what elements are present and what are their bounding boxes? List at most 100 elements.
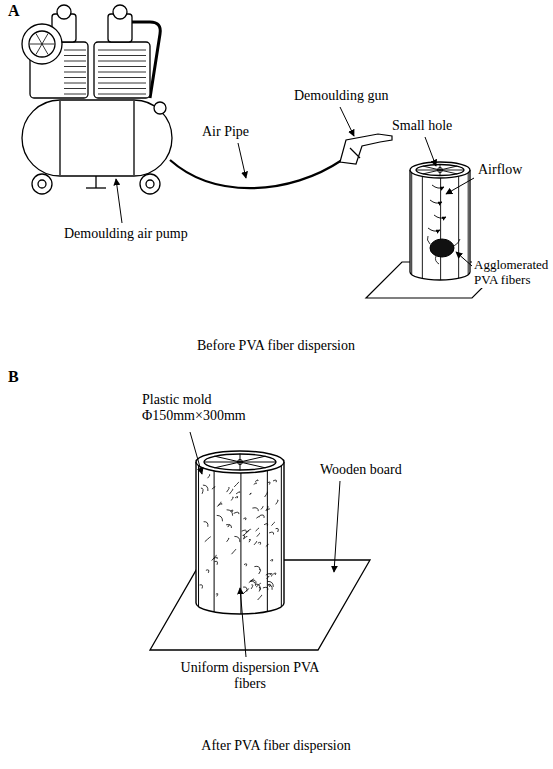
- dispersed-fibers: [200, 475, 279, 600]
- dispersed-fibers: [231, 497, 233, 501]
- dispersed-fibers: [276, 500, 278, 504]
- mold-ribs: [240, 462, 276, 463]
- dispersed-fibers: [267, 581, 273, 587]
- part-label: Airflow: [476, 162, 536, 178]
- plastic-mold: [410, 162, 470, 280]
- cooling-fins: [98, 83, 146, 84]
- dispersed-fibers: [256, 528, 259, 531]
- demoulding-gun: [350, 148, 360, 158]
- cooling-fins: [36, 44, 42, 54]
- dispersed-fibers: [272, 522, 275, 525]
- dispersed-fibers: [206, 570, 209, 573]
- mold-ribs: [468, 173, 469, 275]
- airflow-arrows: [428, 185, 446, 231]
- dispersed-fibers: [267, 576, 270, 579]
- cooling-fins: [64, 94, 86, 95]
- mold-ribs: [440, 178, 441, 280]
- cooling-fins: [98, 77, 146, 78]
- dispersed-fibers: [261, 506, 263, 509]
- dispersed-fibers: [255, 480, 258, 482]
- agglomerated-fibers: [430, 239, 454, 257]
- dispersed-fibers: [228, 525, 230, 527]
- airflow-arrows: [432, 185, 444, 188]
- air-compressor: [86, 187, 106, 188]
- demoulding-gun: [340, 134, 392, 164]
- part-label: Demoulding gun: [292, 88, 416, 104]
- part-label: Plastic mold Φ150mm×300mm: [140, 392, 252, 424]
- leader-lines: [456, 252, 472, 266]
- dispersed-fibers: [250, 493, 252, 495]
- dispersed-fibers: [242, 530, 247, 532]
- dispersed-fibers: [254, 483, 257, 485]
- cooling-fins: [98, 72, 146, 73]
- dispersed-fibers: [266, 544, 269, 546]
- agglomerated-fibers: [427, 236, 460, 264]
- dispersed-fibers: [250, 581, 256, 586]
- dispersed-fibers: [235, 497, 238, 499]
- air-compressor: [57, 5, 71, 19]
- part-label: Air Pipe: [200, 124, 272, 140]
- dispersed-fibers: [215, 561, 218, 565]
- mold-ribs: [281, 466, 282, 607]
- air-compressor: [29, 31, 55, 57]
- dispersed-fibers: [205, 537, 211, 542]
- leader-lines: [446, 178, 474, 194]
- dispersed-fibers: [270, 574, 272, 577]
- leader-lines: [116, 179, 122, 223]
- dispersed-fibers: [268, 482, 270, 485]
- cooling-fins: [64, 61, 86, 62]
- dispersed-fibers: [229, 489, 233, 494]
- leader-lines: [425, 137, 436, 166]
- mold-ribs: [240, 462, 241, 470]
- dispersed-fibers: [258, 595, 262, 600]
- dispersed-fibers: [214, 557, 217, 559]
- dispersed-fibers: [212, 487, 215, 490]
- air-compressor: [59, 101, 60, 175]
- cooling-fins: [30, 34, 146, 94]
- dispersed-fibers: [236, 492, 240, 494]
- dispersed-fibers: [254, 566, 260, 570]
- dispersed-fibers: [201, 488, 203, 494]
- dispersed-fibers: [203, 485, 208, 491]
- air-compressor: [22, 100, 172, 176]
- plastic-mold: [196, 451, 284, 473]
- dispersed-fibers: [257, 533, 260, 536]
- air-compressor: [22, 24, 62, 64]
- leader-lines: [340, 107, 354, 136]
- dispersed-fibers: [244, 564, 247, 566]
- air-compressor: [94, 42, 150, 98]
- plastic-mold: [204, 454, 276, 470]
- demoulding-gun: [340, 134, 392, 164]
- leader-lines: [334, 481, 340, 572]
- dispersed-fibers: [260, 515, 264, 518]
- dispersed-fibers: [234, 512, 239, 514]
- dispersed-fibers: [273, 573, 276, 575]
- air-compressor: [38, 180, 46, 188]
- cooling-fins: [98, 50, 146, 51]
- mold-ribs: [240, 456, 265, 462]
- air-pipe: [170, 160, 342, 188]
- part-label: Demoulding air pump: [62, 226, 222, 242]
- dispersed-fibers: [267, 509, 270, 511]
- air-compressor: [95, 176, 96, 188]
- mold-ribs: [458, 176, 459, 278]
- cooling-fins: [42, 44, 54, 45]
- air-compressor: [154, 102, 166, 114]
- dispersed-fibers: [254, 542, 257, 545]
- dispersed-fibers: [204, 522, 208, 527]
- air-compressor: [146, 180, 154, 188]
- cooling-fins: [64, 72, 86, 73]
- cooling-fins: [64, 66, 86, 67]
- leader-lines: [116, 107, 474, 657]
- dispersed-fibers: [256, 584, 260, 590]
- dispersed-fibers: [273, 480, 276, 482]
- mold-ribs: [422, 176, 423, 278]
- cooling-fins: [98, 88, 146, 89]
- cooling-fins: [64, 83, 86, 84]
- mold-ribs: [240, 462, 265, 468]
- plastic-mold: [416, 165, 464, 176]
- air-compressor: [32, 174, 52, 194]
- dispersed-fibers: [276, 528, 279, 532]
- dispersed-fibers: [264, 524, 268, 526]
